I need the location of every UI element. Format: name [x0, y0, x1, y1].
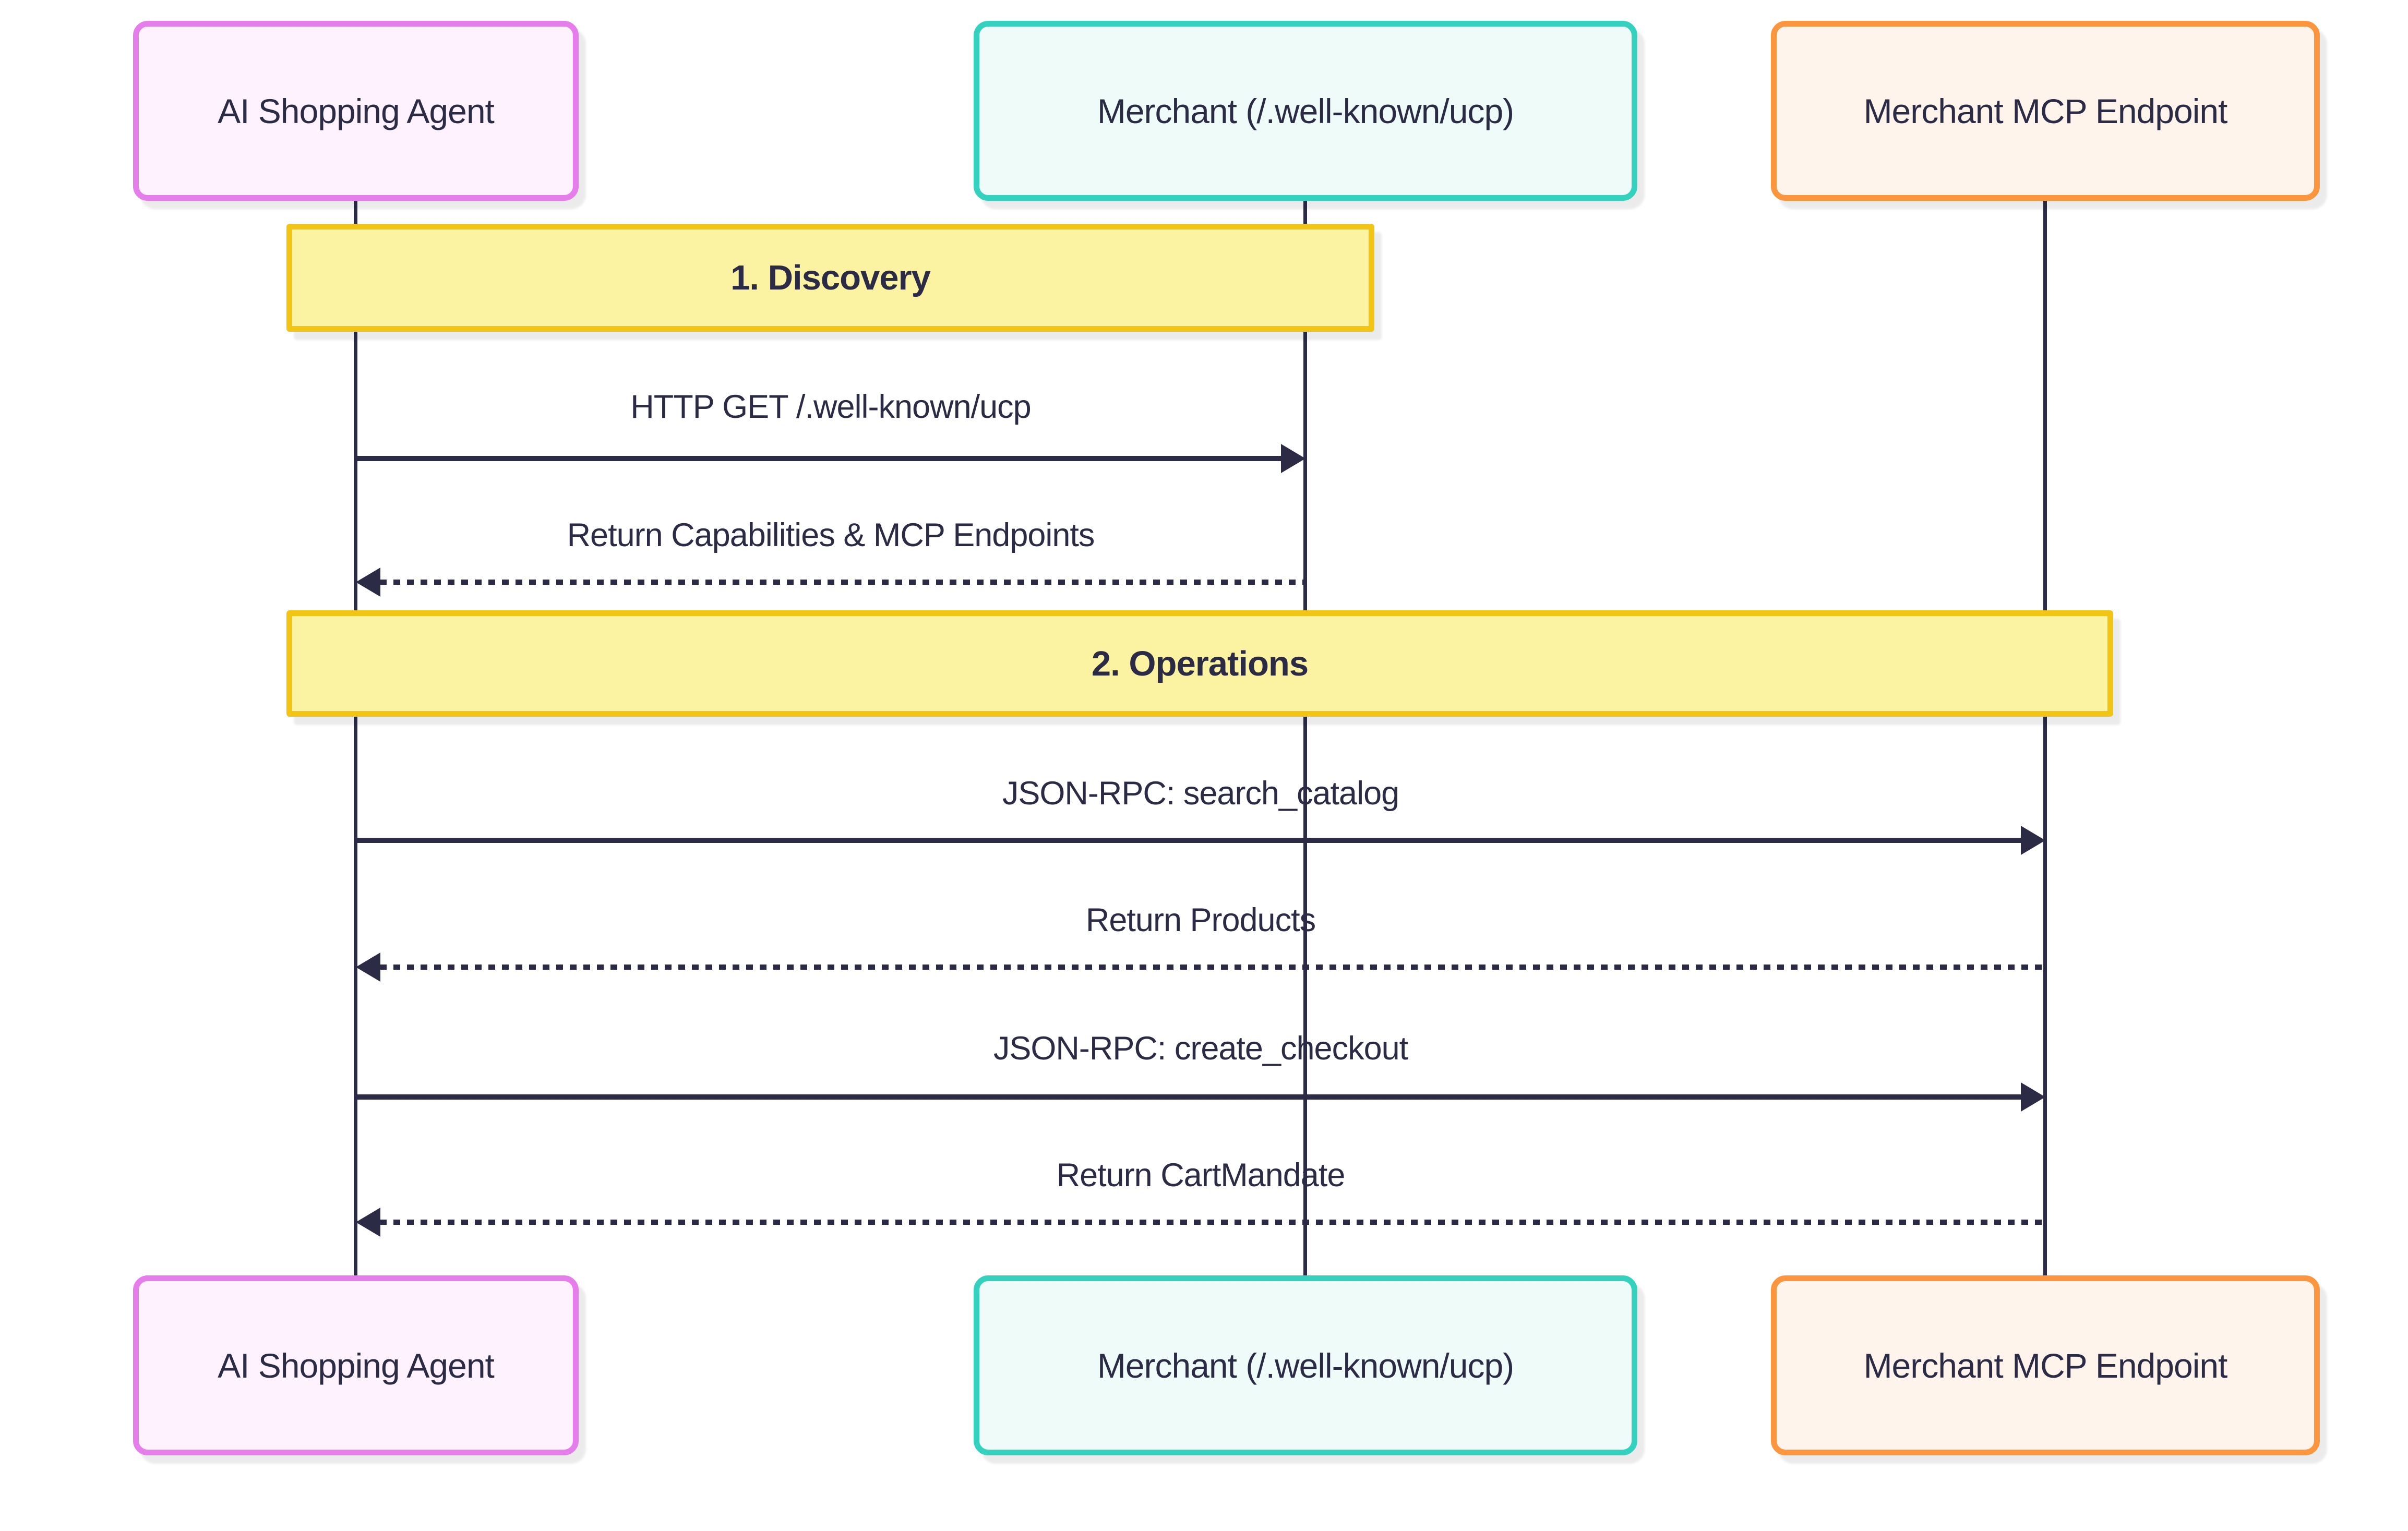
actor-label: Merchant MCP Endpoint	[1863, 91, 2228, 130]
actor-top-merchant-mcp-endpoint: Merchant MCP Endpoint	[1771, 21, 2320, 201]
actor-label: AI Shopping Agent	[218, 1346, 495, 1385]
arrowhead-right-icon	[2021, 1082, 2045, 1112]
actor-bottom-merchant-mcp-endpoint: Merchant MCP Endpoint	[1771, 1275, 2320, 1455]
message-label-return-products: Return Products	[1085, 902, 1316, 938]
arrowhead-left-icon	[356, 1208, 380, 1237]
message-label-create-checkout: JSON-RPC: create_checkout	[993, 1030, 1408, 1067]
lifeline-merchant-well-known	[1303, 201, 1307, 1275]
message-label-search-catalog: JSON-RPC: search_catalog	[1002, 775, 1399, 812]
message-line-solid	[356, 838, 2021, 843]
arrowhead-right-icon	[1281, 444, 1305, 473]
actor-top-ai-shopping-agent: AI Shopping Agent	[133, 21, 579, 201]
message-label-return-cartmandate: Return CartMandate	[1056, 1157, 1346, 1194]
actor-label: Merchant (/.well-known/ucp)	[1097, 1346, 1514, 1385]
arrowhead-left-icon	[356, 568, 380, 597]
message-line-solid	[356, 456, 1281, 461]
section-label: 2. Operations	[1091, 644, 1309, 683]
message-label-http-get: HTTP GET /.well-known/ucp	[630, 389, 1031, 425]
actor-top-merchant-well-known: Merchant (/.well-known/ucp)	[974, 21, 1637, 201]
lifeline-ai-shopping-agent	[354, 201, 357, 1275]
message-label-return-capabilities: Return Capabilities & MCP Endpoints	[567, 517, 1095, 553]
actor-bottom-merchant-well-known: Merchant (/.well-known/ucp)	[974, 1275, 1637, 1455]
message-line-dotted	[380, 965, 2045, 970]
lifeline-merchant-mcp-endpoint	[2043, 201, 2047, 1275]
message-line-dotted	[380, 580, 1305, 585]
actor-label: Merchant (/.well-known/ucp)	[1097, 91, 1514, 130]
arrowhead-right-icon	[2021, 826, 2045, 855]
actor-label: Merchant MCP Endpoint	[1863, 1346, 2228, 1385]
message-line-dotted	[380, 1220, 2045, 1225]
message-line-solid	[356, 1094, 2021, 1100]
arrowhead-left-icon	[356, 953, 380, 982]
actor-bottom-ai-shopping-agent: AI Shopping Agent	[133, 1275, 579, 1455]
actor-label: AI Shopping Agent	[218, 91, 495, 130]
section-label: 1. Discovery	[730, 258, 931, 297]
section-banner-discovery: 1. Discovery	[286, 224, 1374, 332]
section-banner-operations: 2. Operations	[286, 610, 2113, 717]
